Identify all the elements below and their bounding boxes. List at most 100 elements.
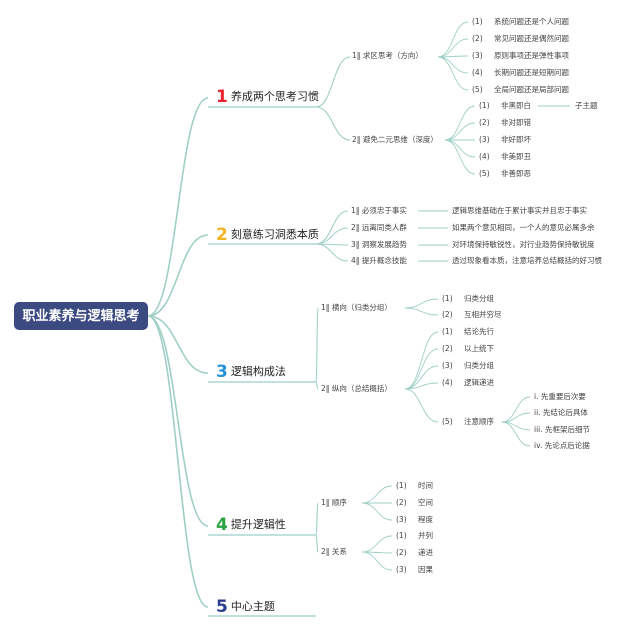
b1-s1-item-4[interactable]: (4) 长期问题还是短期问题 (472, 69, 569, 77)
edge-b3-s2-item-5 (404, 388, 439, 423)
b4-s1-item-1[interactable]: (1)时间 (396, 482, 433, 490)
item-index: (4) (479, 152, 490, 161)
edge-b4-s1-item-3 (361, 502, 393, 521)
b3-s2-item-2[interactable]: (2)以上统下 (442, 345, 494, 353)
b2-s2-note[interactable]: 如果两个意见相同，一个人的意见必属多余 (452, 223, 595, 232)
item-text: 互相并穷尽 (464, 310, 502, 319)
branch-4-number: 4 (216, 515, 228, 535)
edge-root-branch-3 (147, 315, 209, 374)
b4-s2-item-2[interactable]: (2)递进 (396, 549, 433, 557)
b1-s1-item-1[interactable]: (1)系统问题还是个人问题 (472, 18, 569, 26)
item-index: (1) (396, 481, 407, 490)
item-text: 结论先行 (464, 327, 494, 336)
b1-s2-item-1[interactable]: (1)非黑即白 (479, 102, 531, 110)
b4-s1-item-2[interactable]: (2)空间 (396, 499, 433, 507)
root-topic[interactable]: 职业素养与逻辑思考 (14, 302, 148, 330)
item-index: (1) (479, 101, 490, 110)
edge-b1-s2-item-4 (444, 139, 476, 158)
b2-s1-note[interactable]: 逻辑思维基础在于累计事实并且忠于事实 (452, 206, 587, 215)
item-text: 逻辑递进 (464, 378, 494, 387)
item-text: 以上统下 (464, 344, 494, 353)
b3-sub-1[interactable]: 1‖ 横向（归类分组） (321, 303, 392, 312)
b1-s1-item-5[interactable]: (5)全局问题还是局部问题 (472, 86, 569, 94)
item-index: (4) (442, 378, 453, 387)
branch-2-label: 刻意练习洞悉本质 (230, 228, 319, 241)
branch-5-number: 5 (216, 597, 228, 617)
item-text: 程度 (418, 515, 433, 524)
b4-s1-item-3[interactable]: (3) 程度 (396, 516, 433, 524)
item-index: (3) (396, 515, 407, 524)
b2-sub-2[interactable]: 2‖ 远离同类人群 (351, 223, 407, 232)
item-text: 因果 (418, 565, 433, 574)
b3-s2-item-5[interactable]: (5)注意顺序 (442, 418, 494, 426)
branch-3-label: 逻辑构成法 (230, 365, 286, 378)
edge-b3-sub2 (315, 381, 319, 390)
b3-order-1[interactable]: i. 先重要后次要 (534, 392, 586, 401)
b2-s4-note[interactable]: 透过现象看本质，注意培养总结概括的好习惯 (452, 256, 602, 265)
item-index: (5) (479, 169, 490, 178)
item-text: 归类分组 (464, 361, 494, 370)
b4-s2-item-1[interactable]: (1)并列 (396, 532, 433, 540)
b3-order-4[interactable]: iv. 先论点后论据 (534, 441, 590, 450)
item-text: 递进 (418, 548, 433, 557)
edge-b1-s1-item-4 (437, 56, 469, 74)
edge-b1-s2-item-2 (444, 122, 476, 141)
b3-s2-item-3[interactable]: (3)归类分组 (442, 362, 494, 370)
item-index: (3) (479, 135, 490, 144)
b3-s2-item-1[interactable]: (1) 结论先行 (442, 328, 494, 336)
edge-b4-s1-item-1 (361, 485, 393, 504)
b1-s1-item-3[interactable]: (3)原则事项还是弹性事项 (472, 52, 569, 60)
b3-sub-2[interactable]: 2‖ 纵向（总结概括） (321, 384, 392, 393)
branch-1-number: 1 (216, 87, 228, 107)
b1-s2-item-1-child[interactable]: 子主题 (575, 101, 598, 110)
item-index: (1) (472, 17, 483, 26)
b4-s2-item-3[interactable]: (3) 因果 (396, 566, 433, 574)
edge-root-branch-4 (147, 315, 209, 527)
item-text: 常见问题还是偶然问题 (494, 34, 569, 43)
branch-3-number: 3 (216, 362, 228, 382)
b3-order-2[interactable]: ii. 先结论后具体 (534, 408, 588, 417)
item-text: 归类分组 (464, 294, 494, 303)
item-index: (1) (442, 327, 453, 336)
edge-root-branch-1 (147, 97, 209, 317)
b2-sub-1[interactable]: 1‖ 必须忠于事实 (351, 206, 407, 215)
item-index: (4) (472, 68, 483, 77)
b3-s1-item-1[interactable]: (1) 归类分组 (442, 295, 494, 303)
b4-sub-1[interactable]: 1‖ 顺序 (321, 498, 347, 507)
item-index: (3) (396, 565, 407, 574)
b1-s2-item-5[interactable]: (5)非善即恶 (479, 170, 531, 178)
item-text: 并列 (418, 531, 433, 540)
edge-b3-order-1 (501, 396, 531, 423)
b2-sub-4[interactable]: 4‖ 提升概念技能 (351, 256, 407, 265)
item-text: 长期问题还是短期问题 (494, 68, 569, 77)
b1-s2-item-4[interactable]: (4) 非美即丑 (479, 153, 531, 161)
edge-b3-s1-item-1 (404, 298, 439, 309)
item-index: (2) (442, 310, 453, 319)
b1-sub-2[interactable]: 2‖ 避免二元思维（深度） (352, 135, 438, 144)
b1-s2-item-3[interactable]: (3) 非好即坏 (479, 136, 531, 144)
edge-b1-s1-item-1 (437, 21, 469, 58)
item-text: 注意顺序 (464, 417, 494, 426)
b1-s1-item-2[interactable]: (2)常见问题还是偶然问题 (472, 35, 569, 43)
edge-b3-s2-item-3 (404, 365, 439, 390)
b1-sub-1[interactable]: 1‖ 求区思考（方向） (352, 51, 423, 60)
edge-b3-s1-item-2 (404, 307, 439, 316)
item-index: (1) (442, 294, 453, 303)
b3-s2-item-4[interactable]: (4) 逻辑递进 (442, 379, 494, 387)
b4-sub-2[interactable]: 2‖ 关系 (321, 547, 347, 556)
b2-s3-note[interactable]: 对环境保持敏锐性，对行业趋势保持敏锐度 (452, 240, 595, 249)
b1-s2-item-2[interactable]: (2)非对即错 (479, 119, 531, 127)
item-text: 原则事项还是弹性事项 (494, 51, 569, 60)
item-text: 非美即丑 (501, 152, 531, 161)
b3-order-3[interactable]: iii. 先框架后细节 (534, 425, 591, 434)
branch-1-label: 养成两个思考习惯 (230, 90, 319, 103)
b2-sub-3[interactable]: 3‖ 洞察发展趋势 (351, 240, 407, 249)
b3-s1-item-2[interactable]: (2) 互相并穷尽 (442, 311, 502, 319)
item-text: 非好即坏 (501, 135, 531, 144)
